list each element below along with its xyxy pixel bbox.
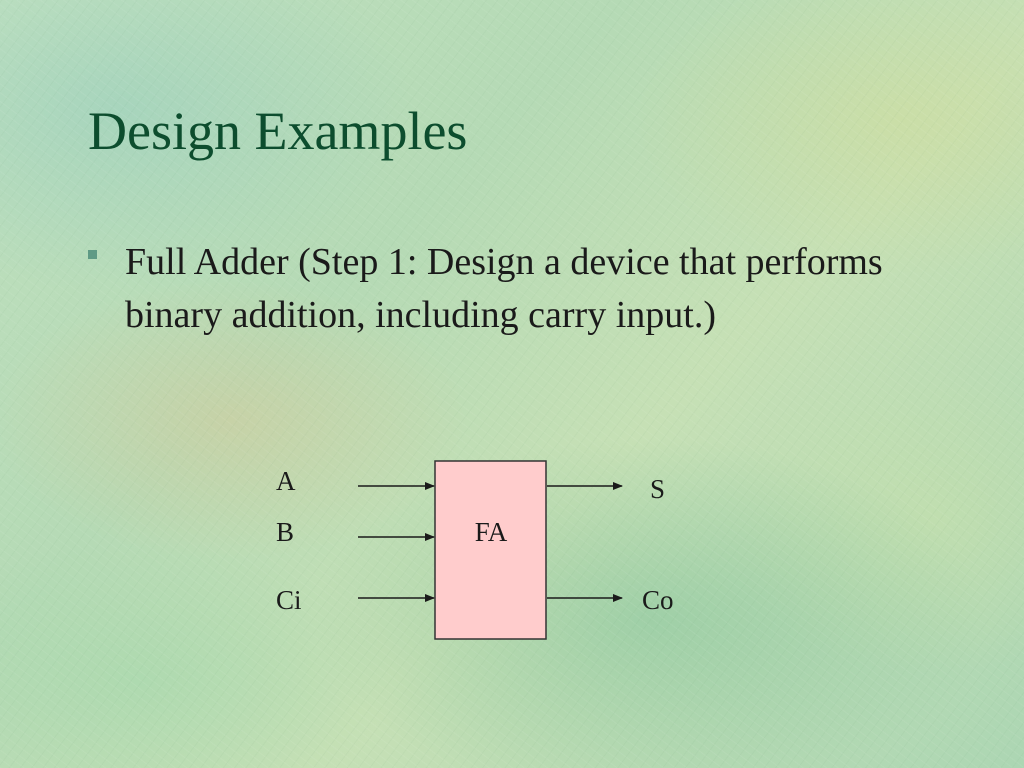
- input-label-ci: Ci: [276, 585, 302, 615]
- output-label-s: S: [650, 474, 665, 504]
- input-label-b: B: [276, 517, 294, 547]
- full-adder-block: [434, 460, 547, 640]
- bullet-item: Full Adder (Step 1: Design a device that…: [88, 236, 888, 342]
- output-label-co: Co: [642, 585, 674, 615]
- square-bullet-icon: [88, 250, 97, 259]
- slide-title: Design Examples: [88, 101, 468, 161]
- block-label-fa: FA: [475, 517, 508, 547]
- input-label-a: A: [276, 466, 296, 496]
- bullet-text: Full Adder (Step 1: Design a device that…: [125, 241, 883, 336]
